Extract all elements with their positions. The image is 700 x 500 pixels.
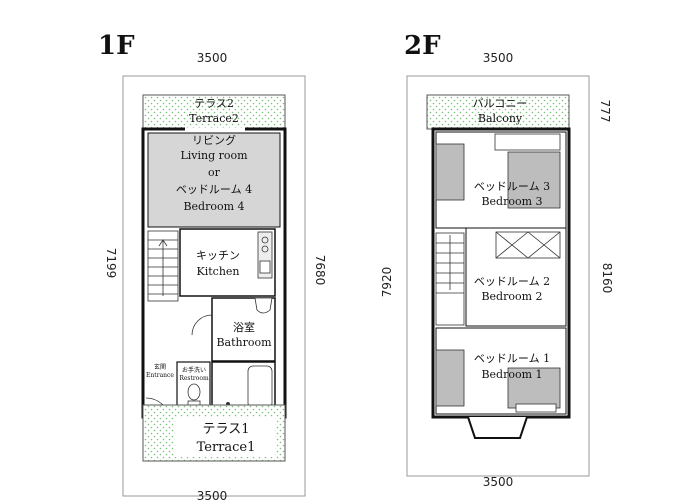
kitchen-label-en: Kitchen <box>197 265 240 278</box>
closet-2f <box>495 231 561 259</box>
bedroom1-label-en: Bedroom 1 <box>481 368 542 381</box>
dimension-outline-2f <box>406 75 590 477</box>
dim-left-1f: 7199 <box>104 248 118 279</box>
terrace1-label-en: Terrace1 <box>197 440 256 455</box>
bathroom-label-en: Bathroom <box>216 336 272 349</box>
balcony-area <box>426 94 570 130</box>
kitchen-label-ja: キッチン <box>196 249 240 262</box>
bedroom3-label-en: Bedroom 3 <box>481 195 542 208</box>
balcony-label-en: Balcony <box>478 112 523 125</box>
bedroom2-label-ja: ベッドルーム 2 <box>474 275 550 288</box>
living-label-ja: リビング <box>192 133 236 147</box>
bed-icon <box>507 367 561 409</box>
stove-burner-icon <box>261 245 269 253</box>
living-label-or: or <box>208 166 221 179</box>
terrace2-label-en: Terrace2 <box>189 112 239 125</box>
bedroom2-area <box>465 227 567 327</box>
terrace1-label-ja: テラス1 <box>202 422 249 437</box>
dim-balcony-2f: 777 <box>598 100 612 123</box>
kitchen-sink-icon <box>259 260 271 274</box>
stairs-1f <box>147 230 179 302</box>
stairs-2f <box>435 232 465 326</box>
bedroom1-label-ja: ベッドルーム 1 <box>474 352 550 365</box>
bed-icon <box>435 349 465 407</box>
bed-icon <box>507 151 561 209</box>
living-label-en2: Bedroom 4 <box>183 200 244 213</box>
balcony-label-ja: バルコニー <box>473 97 528 110</box>
living-room-area <box>147 132 281 228</box>
dim-bottom-1f: 3500 <box>197 489 228 500</box>
washbasin-icon <box>254 297 273 314</box>
dim-right-1f: 7680 <box>313 255 327 286</box>
entrance-label-en: Entrance <box>146 372 174 379</box>
bathroom-door-swing <box>191 314 213 336</box>
bay-window <box>467 416 528 439</box>
living-label-en: Living room <box>180 149 248 162</box>
bedroom2-label-en: Bedroom 2 <box>481 290 542 303</box>
floor-2f: 2F 3500 3500 7920 8160 777 バルコニー Balcony… <box>380 31 614 489</box>
entrance-label-ja: 玄関 <box>154 363 166 371</box>
toilet-icon <box>187 383 201 401</box>
floor-1f: 1F 3500 3500 7199 7680 テラス2 Terrace2 リビン… <box>98 31 327 500</box>
closet-icon <box>494 133 561 151</box>
bedroom3-label-ja: ベッドルーム 3 <box>474 180 550 193</box>
dim-right-2f: 8160 <box>600 263 614 294</box>
restroom-label-ja: お手洗い <box>182 366 206 374</box>
terrace1-label-bg <box>175 417 275 457</box>
bathtub-icon <box>247 365 273 409</box>
terrace2-label-ja: テラス2 <box>194 97 234 110</box>
dimension-outline-1f <box>122 75 306 497</box>
floor-title-1f: 1F <box>98 31 135 61</box>
stove-burner-icon <box>261 236 269 244</box>
dim-left-2f: 7920 <box>380 267 394 298</box>
dim-top-1f: 3500 <box>197 51 228 65</box>
bathroom-label-ja: 浴室 <box>233 320 255 334</box>
bed-icon <box>435 143 465 201</box>
dim-bottom-2f: 3500 <box>483 475 514 489</box>
floor-title-2f: 2F <box>404 31 441 61</box>
dim-top-2f: 3500 <box>483 51 514 65</box>
living-label-ja2: ベッドルーム 4 <box>176 183 252 196</box>
desk-icon <box>515 403 557 413</box>
restroom-label-en: Restroom <box>179 375 209 382</box>
